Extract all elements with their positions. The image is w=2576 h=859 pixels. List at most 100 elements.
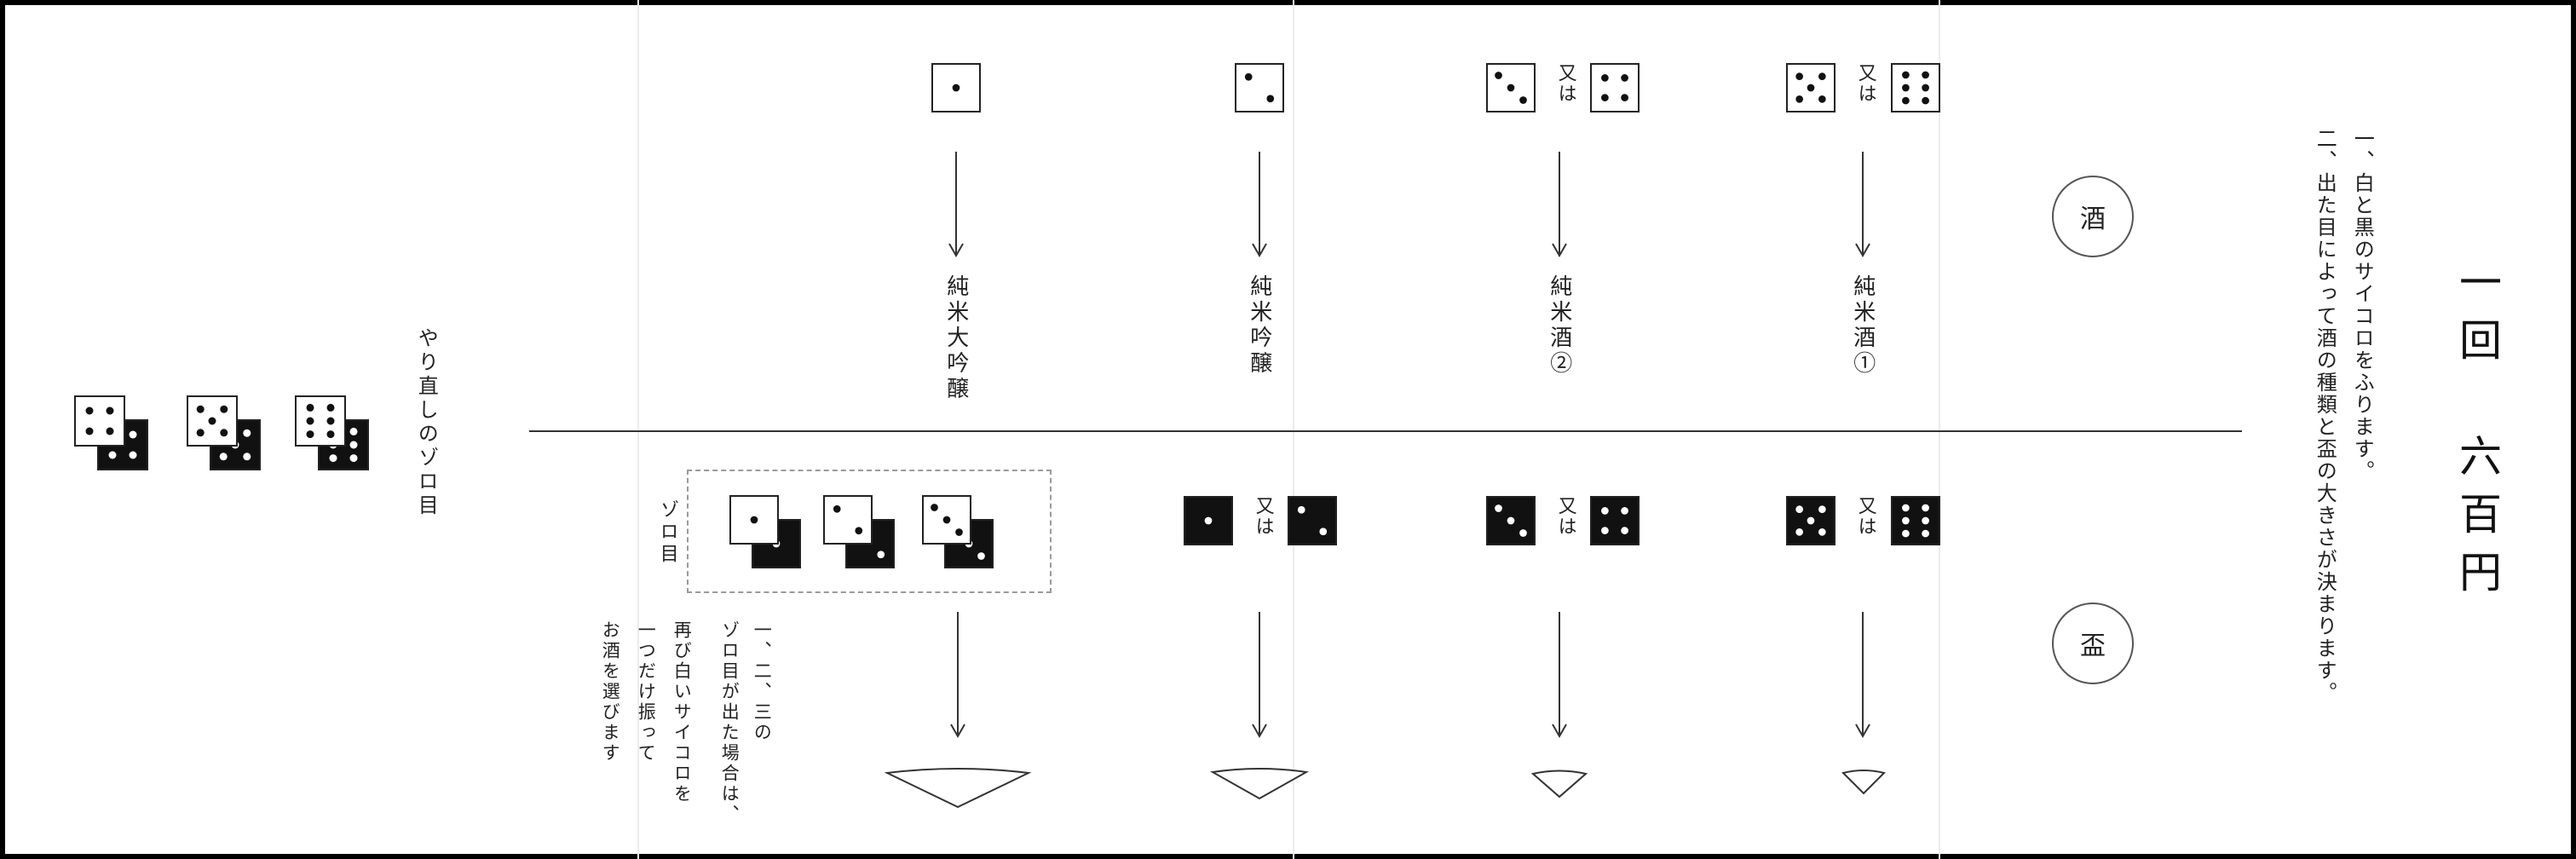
die-pip — [1922, 84, 1929, 92]
white-die — [74, 395, 125, 447]
die-pip — [106, 406, 114, 415]
die-pip — [1922, 516, 1929, 525]
die-pip — [1922, 71, 1929, 79]
die-pip — [208, 417, 216, 425]
black-die — [1891, 496, 1940, 545]
instruction-1: 一、白と黒のサイコロをふります。 — [2350, 128, 2375, 482]
die-pip — [129, 451, 137, 459]
die-pip — [1807, 84, 1815, 92]
die-pip — [326, 417, 335, 425]
die-pip — [219, 453, 228, 461]
white-die — [187, 395, 238, 447]
die-pip — [955, 528, 963, 536]
die-pip — [1795, 505, 1804, 514]
die-pip — [942, 516, 951, 524]
arrow-down — [1855, 612, 1870, 739]
or-label: 又は — [1854, 496, 1876, 537]
sake-name-junmai-ginjo: 純米吟醸 — [1246, 274, 1272, 377]
zorome-note-line: ゾロ目が出た場合は、 — [719, 620, 741, 825]
die-pip — [220, 405, 228, 413]
die-pip — [196, 405, 205, 413]
die-pip — [877, 551, 885, 559]
die-pip — [1922, 504, 1929, 512]
arrow-down — [1855, 152, 1870, 258]
die-pip — [1818, 528, 1826, 536]
die-pip — [855, 527, 863, 535]
die-pip — [1902, 516, 1910, 525]
white-die — [1486, 63, 1536, 112]
die-pip — [220, 429, 228, 437]
die-pip — [306, 430, 314, 439]
white-die — [729, 495, 779, 545]
sake-name-junmai-1: 純米酒① — [1849, 274, 1876, 377]
sake-circle-label: 酒 — [2052, 176, 2134, 257]
die-pip — [1922, 529, 1929, 538]
die-pip — [1244, 72, 1253, 81]
zorome-note-line: お酒を選びます — [600, 620, 621, 764]
die-pip — [1266, 95, 1275, 103]
die-pip — [1204, 516, 1213, 525]
die-pip — [85, 406, 94, 415]
black-die — [1786, 496, 1835, 545]
cup-circle-label: 盃 — [2052, 602, 2134, 684]
die-pip — [306, 403, 314, 412]
zorome-note-line: 一、二、三の — [752, 620, 773, 743]
arrow-down — [1552, 612, 1567, 739]
die-pip — [1902, 71, 1910, 79]
die-pip — [1601, 74, 1609, 82]
die-pip — [106, 427, 114, 435]
die-pip — [1818, 72, 1826, 81]
die-pip — [1519, 529, 1527, 537]
sake-name-junmai-2: 純米酒② — [1546, 274, 1572, 377]
black-die — [1288, 496, 1337, 545]
die-pip — [750, 516, 758, 524]
page-title: 一回 六百円 — [2452, 260, 2502, 608]
white-die — [1891, 63, 1940, 112]
arrow-down — [1252, 152, 1267, 258]
arrow-down — [948, 152, 964, 258]
die-pip — [243, 453, 251, 461]
die-pip — [1507, 516, 1515, 525]
sake-name-junmai-daiginjo: 純米大吟醸 — [942, 274, 969, 402]
die-pip — [243, 429, 251, 437]
zorome-box — [687, 470, 1052, 593]
die-pip — [1818, 505, 1826, 514]
zorome-note-line: 再び白いサイコロを — [671, 620, 693, 804]
die-pip — [833, 504, 841, 513]
fold-crease — [1939, 0, 1940, 859]
die-pip — [1495, 72, 1502, 79]
die-pip — [329, 454, 337, 463]
arrow-down — [1252, 612, 1267, 739]
or-label: 又は — [1252, 496, 1274, 537]
die-pip — [1621, 527, 1628, 534]
die-pip — [1507, 84, 1515, 92]
white-die — [922, 495, 971, 545]
die-pip — [108, 451, 117, 459]
die-pip — [129, 430, 137, 439]
zorome-label: ゾロ目 — [656, 499, 678, 566]
section-divider — [529, 430, 2242, 432]
die-pip — [349, 427, 358, 435]
die-pip — [1902, 504, 1910, 512]
die-pip — [1601, 507, 1609, 515]
white-die — [823, 495, 873, 545]
white-die — [295, 395, 346, 447]
arrow-down — [1552, 152, 1567, 258]
arrow-down — [950, 612, 965, 739]
white-die — [1235, 63, 1284, 112]
sake-cup-large-icon — [884, 768, 1032, 809]
die-pip — [1621, 507, 1628, 515]
die-pip — [1601, 527, 1609, 534]
or-label: 又は — [1554, 496, 1576, 537]
sake-cup-smallest-icon — [1841, 770, 1886, 795]
or-label: 又は — [1854, 63, 1876, 104]
die-pip — [1902, 96, 1910, 105]
die-pip — [1795, 72, 1804, 81]
die-pip — [1902, 529, 1910, 538]
die-pip — [977, 552, 985, 560]
die-pip — [1621, 94, 1628, 101]
die-pip — [306, 417, 314, 425]
zorome-note-line: 一つだけ振って — [636, 620, 657, 764]
die-pip — [349, 441, 358, 449]
sake-cup-medium-icon — [1209, 768, 1310, 800]
